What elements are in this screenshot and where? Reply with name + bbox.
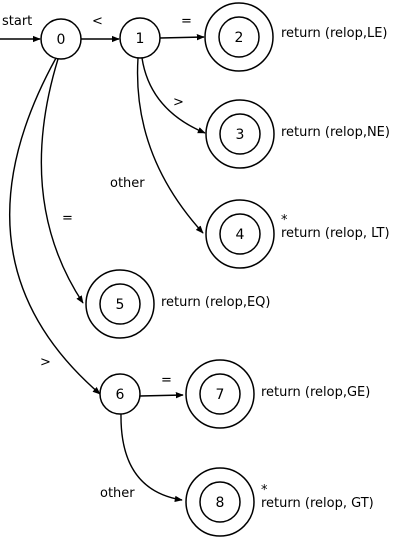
state-1: 1 (119, 17, 161, 59)
edge-label-6-8: other (100, 486, 135, 501)
state-label: 8 (216, 495, 225, 511)
state-3: 3 (205, 99, 275, 169)
edge-1-4 (136, 57, 204, 234)
edge-label-1-2: = (181, 14, 192, 29)
state-label: 7 (216, 387, 225, 403)
retract-marker-state-8: * (261, 483, 268, 498)
edge-1-3 (141, 57, 206, 134)
action-state-4: return (relop, LT) (281, 226, 390, 241)
action-state-5: return (relop,EQ) (161, 295, 270, 310)
state-0: 0 (40, 18, 82, 60)
edge-label-0-5: = (62, 211, 73, 226)
state-5: 5 (85, 269, 155, 339)
edge-6-8 (120, 413, 183, 503)
edge-label-0-1: < (92, 14, 103, 29)
edge-0-5 (40, 58, 84, 304)
transition-labels: < = > other = > = other (40, 14, 192, 501)
edge-label-1-3: > (173, 95, 184, 110)
state-label: 1 (136, 31, 145, 47)
action-state-7: return (relop,GE) (261, 385, 370, 400)
edge-label-1-4: other (110, 176, 145, 191)
state-7: 7 (185, 359, 255, 429)
state-label: 6 (116, 387, 125, 403)
action-state-3: return (relop,NE) (281, 125, 390, 140)
edge-label-0-6: > (40, 355, 51, 370)
edge-6-7 (139, 391, 184, 399)
state-label: 2 (235, 30, 244, 46)
state-8: 8 (185, 467, 255, 537)
edge-label-6-7: = (161, 373, 172, 388)
state-2: 2 (204, 2, 274, 72)
transitions (9, 33, 206, 503)
state-label: 5 (116, 297, 125, 313)
retract-marker-state-4: * (281, 213, 288, 228)
state-6: 6 (99, 373, 141, 415)
edge-0-6 (9, 57, 101, 395)
state-4: 4 (205, 199, 275, 269)
action-state-2: return (relop,LE) (281, 26, 388, 41)
state-label: 4 (236, 227, 245, 243)
state-actions: return (relop,LE) return (relop,NE) * re… (161, 26, 390, 511)
start-label: start (2, 14, 32, 29)
action-state-8: return (relop, GT) (261, 496, 374, 511)
state-label: 0 (57, 32, 66, 48)
state-label: 3 (236, 127, 245, 143)
edge-1-2 (159, 33, 205, 41)
